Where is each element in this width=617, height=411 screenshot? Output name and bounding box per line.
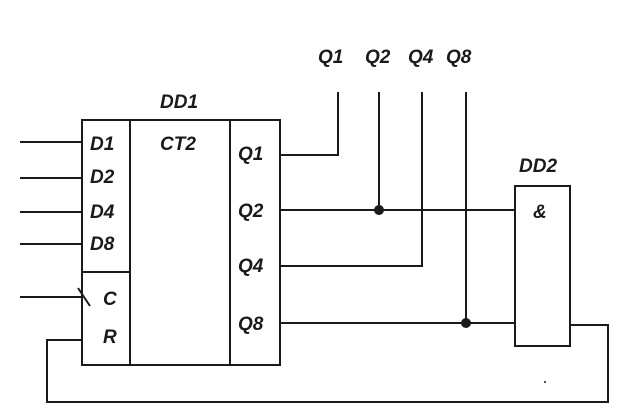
counter-body [81,119,281,366]
bus-label-q4: Q4 [408,47,434,68]
clock-input-label: C [103,289,117,310]
input-label-d2: D2 [90,167,115,188]
bus-label-q8: Q8 [446,47,472,68]
output-label-q8: Q8 [238,314,264,335]
counter-dd1: CT2 D1 D2 D4 D8 C R Q1 Q2 Q4 Q8 [81,119,281,366]
dd1-designator: DD1 [160,92,198,113]
bus-label-q2: Q2 [365,47,391,68]
output-label-q2: Q2 [238,201,264,222]
bus-label-q1: Q1 [318,47,343,68]
reset-input-label: R [103,327,117,348]
q2-junction-dot [374,205,384,215]
output-label-q4: Q4 [238,256,264,277]
q4-output-wire [280,92,423,267]
q8-junction-dot [461,318,471,328]
dd2-designator: DD2 [519,156,557,177]
input-label-d1: D1 [90,134,114,155]
and-gate-symbol: & [533,202,547,223]
and-gate-body [514,185,571,347]
input-label-d4: D4 [90,202,115,223]
q1-output-wire [280,92,339,156]
and-gate-dd2: & [514,185,571,347]
input-label-d8: D8 [90,234,115,255]
clock-edge-indicator [77,287,91,307]
counter-function-label: CT2 [160,134,196,155]
stray-speck [544,381,546,383]
reset-feedback-wire [46,324,609,403]
output-label-q1: Q1 [238,144,263,165]
